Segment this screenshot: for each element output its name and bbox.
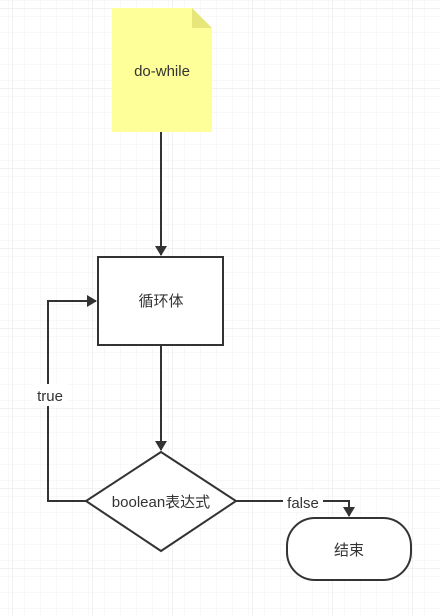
- true-label: true: [37, 388, 63, 405]
- condition-diamond: [84, 450, 238, 553]
- node-end[interactable]: 结束: [286, 517, 412, 581]
- node-loop-body[interactable]: 循环体: [97, 256, 224, 346]
- note-shape: [112, 8, 212, 132]
- note-do-while[interactable]: do-while: [112, 8, 212, 132]
- note-fold-icon: [192, 8, 212, 28]
- end-terminator: [286, 517, 412, 581]
- condition-label: boolean表达式: [112, 494, 210, 511]
- end-label: 结束: [334, 542, 364, 559]
- false-label: false: [287, 495, 319, 512]
- note-label: do-while: [134, 63, 190, 80]
- loop-body-label: 循环体: [138, 293, 183, 310]
- edge-condition-false[interactable]: [236, 500, 355, 517]
- true-label-bg: [32, 384, 68, 406]
- false-label-bg: [283, 492, 323, 512]
- node-condition[interactable]: boolean表达式: [84, 450, 238, 553]
